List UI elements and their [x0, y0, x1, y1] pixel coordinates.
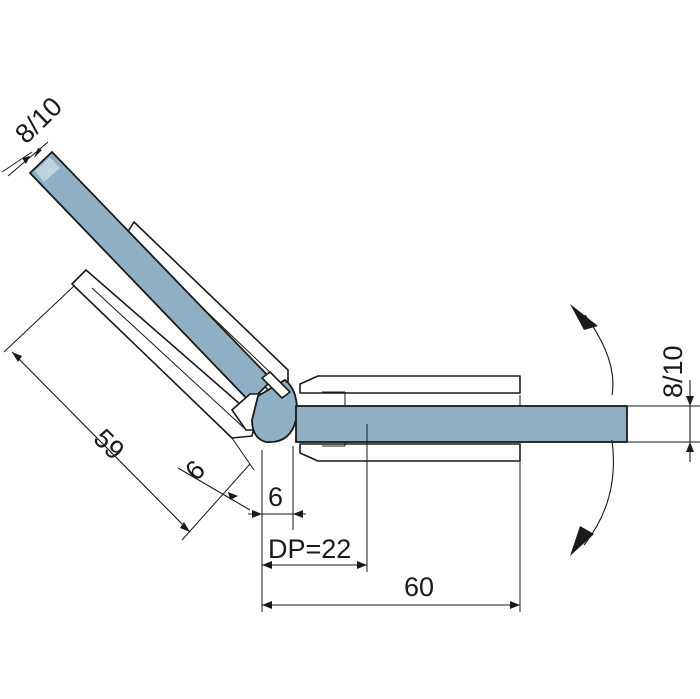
label-gap-left: 6 — [179, 454, 211, 486]
right-glass-panel — [295, 405, 628, 443]
label-gap-bottom: 6 — [268, 482, 283, 512]
dim-gap-left: 6 — [177, 437, 255, 511]
label-dp: DP=22 — [268, 534, 351, 564]
dim-gap-bottom: 6 — [248, 446, 306, 530]
dim-glass-thickness-right: 8/10 — [628, 345, 700, 462]
dim-clamp-length-bottom: 60 — [261, 462, 521, 612]
label-glass-thickness-left: 8/10 — [9, 91, 68, 149]
left-clamp-lower — [71, 269, 257, 439]
left-clamp-upper — [123, 221, 289, 393]
hinge-knuckle — [231, 371, 298, 443]
dim-dp: DP=22 — [261, 424, 368, 572]
curved-double-arrow-icon — [570, 304, 615, 556]
left-glass-panel — [28, 150, 274, 404]
label-clamp-length-bottom: 60 — [404, 572, 434, 602]
label-clamp-length-left: 59 — [88, 423, 130, 465]
label-glass-thickness-right: 8/10 — [658, 345, 688, 398]
right-clamp — [299, 375, 521, 462]
